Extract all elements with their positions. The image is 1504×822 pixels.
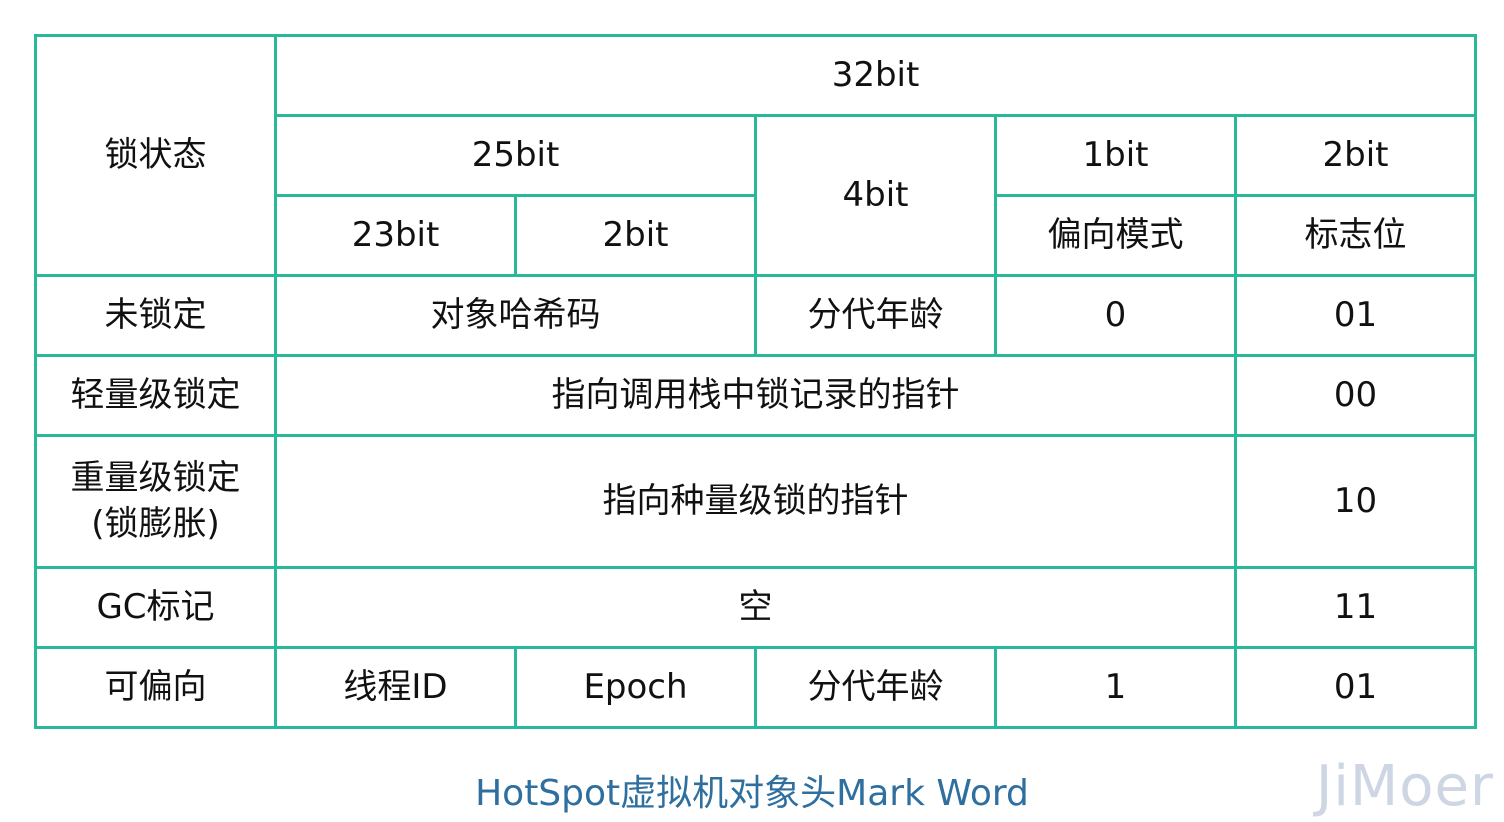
state-cell: 未锁定 xyxy=(34,274,277,357)
state-cell: 可偏向 xyxy=(34,646,277,729)
state-line-1: 重量级锁定 xyxy=(70,457,241,498)
header-lock-state: 锁状态 xyxy=(34,34,277,277)
header-23bit: 23bit xyxy=(274,194,517,277)
biased-cell: 1 xyxy=(994,646,1237,729)
header-row-2: 25bit 4bit 1bit 2bit xyxy=(36,114,1477,277)
state-cell: 轻量级锁定 xyxy=(34,354,277,437)
biased-cell: 0 xyxy=(994,274,1237,357)
table-row: 轻量级锁定 指向调用栈中锁记录的指针 00 xyxy=(34,354,1477,437)
figure-caption: HotSpot虚拟机对象头Mark Word xyxy=(475,773,1029,814)
watermark-logo: JiMoer xyxy=(1315,754,1494,819)
header-4bit: 4bit xyxy=(754,114,997,277)
header-2bit: 2bit xyxy=(1234,114,1477,197)
epoch-cell: Epoch xyxy=(514,646,757,729)
flag-cell: 10 xyxy=(1234,434,1477,569)
state-line-2: (锁膨胀) xyxy=(91,503,220,544)
age-cell: 分代年龄 xyxy=(754,274,997,357)
header-2bit-sub: 2bit xyxy=(514,194,757,277)
content-cell: 指向种量级锁的指针 xyxy=(274,434,1237,569)
table-row: 重量级锁定 (锁膨胀) 指向种量级锁的指针 10 xyxy=(34,434,1477,569)
age-cell: 分代年龄 xyxy=(754,646,997,729)
flag-cell: 01 xyxy=(1234,646,1477,729)
state-cell: 重量级锁定 (锁膨胀) xyxy=(34,434,277,569)
header-25bit: 25bit xyxy=(274,114,757,197)
table-row: 可偏向 线程ID Epoch 分代年龄 1 01 xyxy=(34,646,1477,729)
content-cell: 空 xyxy=(274,566,1237,649)
state-cell: GC标记 xyxy=(34,566,277,649)
thread-id-cell: 线程ID xyxy=(274,646,517,729)
table-row: GC标记 空 11 xyxy=(34,566,1477,649)
header-row-1: 锁状态 32bit xyxy=(34,34,1477,277)
header-flag-bits: 标志位 xyxy=(1234,194,1477,277)
table-row: 未锁定 对象哈希码 分代年龄 0 01 xyxy=(34,274,1477,357)
header-biased-mode: 偏向模式 xyxy=(994,194,1237,277)
hash-cell: 对象哈希码 xyxy=(274,274,757,357)
flag-cell: 00 xyxy=(1234,354,1477,437)
header-32bit: 32bit xyxy=(274,34,1477,117)
header-1bit: 1bit xyxy=(994,114,1237,197)
content-cell: 指向调用栈中锁记录的指针 xyxy=(274,354,1237,437)
header-row-3: 23bit 2bit 偏向模式 标志位 xyxy=(36,194,1477,277)
mark-word-table: 锁状态 32bit 25bit 4bit 1bit 2bit 23bit 2bi… xyxy=(34,34,1477,729)
flag-cell: 11 xyxy=(1234,566,1477,649)
flag-cell: 01 xyxy=(1234,274,1477,357)
